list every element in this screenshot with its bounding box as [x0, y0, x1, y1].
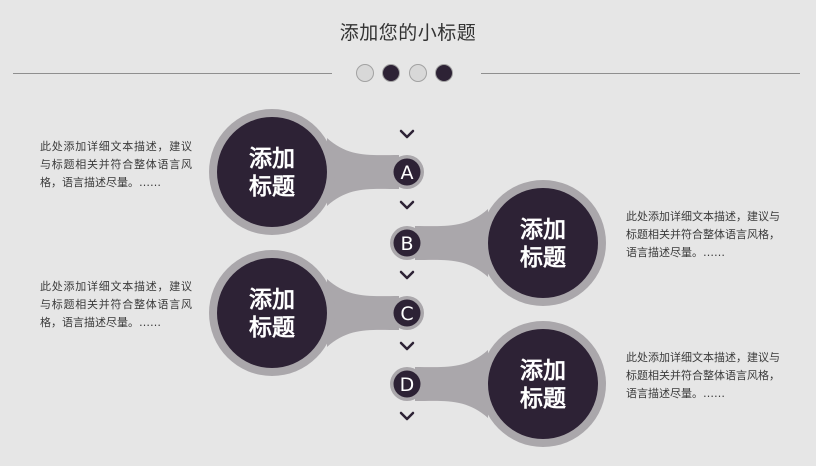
- step-a-letter-circle: [393, 158, 421, 186]
- page-title: 添加您的小标题: [339, 22, 477, 44]
- chevron-down-icon-5: [399, 411, 415, 421]
- step-d-heading-line-2: 标题: [520, 386, 566, 412]
- step-b-heading-line-1: 添加: [520, 217, 566, 243]
- indicator-dot-4: [435, 64, 453, 82]
- chevron-layer: [399, 129, 415, 421]
- step-c-heading-line-1: 添加: [249, 287, 295, 313]
- chevron-down-icon-2: [399, 200, 415, 210]
- step-a-circle: [217, 117, 327, 227]
- step-b-description: 此处添加详细文本描述，建议与标题相关并符合整体语言风格，语言描述尽量。……: [626, 210, 780, 259]
- step-c-letter: C: [400, 303, 413, 325]
- step-d-connector: [415, 350, 488, 418]
- step-d-description: 此处添加详细文本描述，建议与标题相关并符合整体语言风格，语言描述尽量。……: [626, 351, 780, 400]
- step-a-heading-line-1: 添加: [249, 146, 295, 172]
- step-b-letter-circle: [393, 229, 421, 257]
- chevron-down-icon-1: [399, 129, 415, 139]
- step-c-letter-circle: [393, 299, 421, 327]
- step-d-letter-circle: [393, 370, 421, 398]
- step-a-letter: A: [401, 162, 414, 184]
- connector-layer: [327, 138, 488, 418]
- step-d-circle: [488, 329, 598, 439]
- step-c-description: 此处添加详细文本描述，建议与标题相关并符合整体语言风格，语言描述尽量。……: [40, 280, 192, 329]
- step-a-description: 此处添加详细文本描述，建议与标题相关并符合整体语言风格，语言描述尽量。……: [40, 140, 192, 189]
- step-d-letter: D: [400, 374, 415, 396]
- step-b-circle: [488, 188, 598, 298]
- chevron-down-icon-4: [399, 341, 415, 351]
- step-d-heading-line-1: 添加: [520, 358, 566, 384]
- indicator-dot-3: [409, 64, 427, 82]
- chevron-down-icon-3: [399, 270, 415, 280]
- step-b-connector: [415, 209, 488, 277]
- step-a-connector: [327, 138, 399, 206]
- step-c-heading-line-2: 标题: [249, 315, 295, 341]
- left-divider-line: [13, 73, 332, 74]
- indicator-dot-1: [356, 64, 374, 82]
- right-divider-line: [481, 73, 800, 74]
- step-c-circle: [217, 258, 327, 368]
- step-c-connector: [327, 279, 399, 347]
- step-b-letter: B: [400, 233, 413, 255]
- indicator-dot-2: [382, 64, 400, 82]
- step-a-heading-line-2: 标题: [249, 174, 295, 200]
- step-b-heading-line-2: 标题: [520, 245, 566, 271]
